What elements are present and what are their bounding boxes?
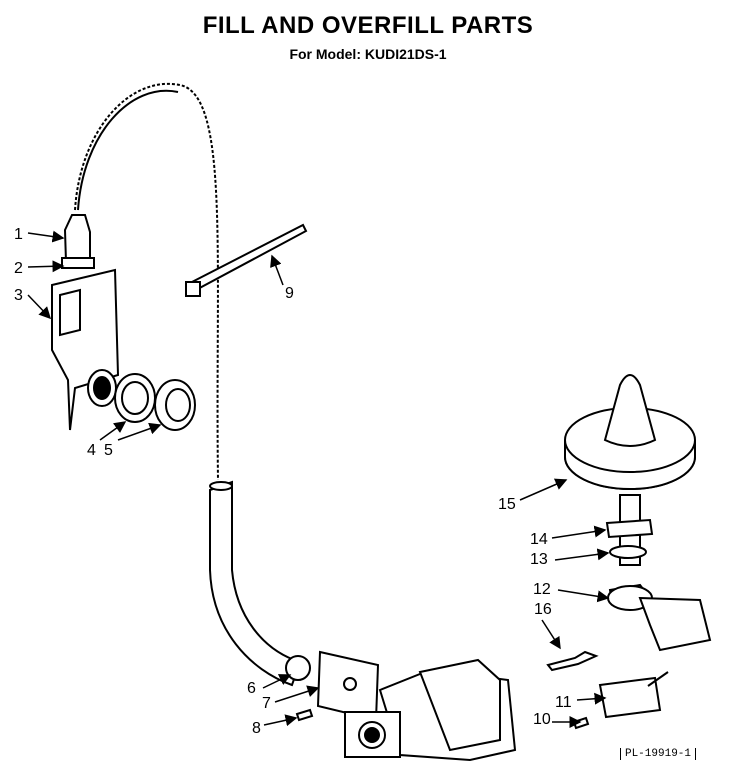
clamp-bracket [285, 650, 380, 722]
float [564, 374, 696, 490]
overfill-switch [572, 671, 669, 730]
callout-8: 8 [252, 720, 261, 737]
callout-16: 16 [534, 601, 552, 618]
callout-3: 3 [14, 287, 23, 304]
callout-14: 14 [530, 531, 548, 548]
cable-tie [185, 223, 308, 297]
fill-valve [344, 658, 517, 762]
switch-bracket [546, 596, 712, 672]
float-stem [605, 494, 654, 611]
model-subtitle: For Model: KUDI21DS-1 [289, 46, 447, 62]
nut-and-washer [87, 369, 196, 431]
callout-9: 9 [285, 285, 294, 302]
callout-4: 4 [87, 442, 96, 459]
fill-funnel [51, 214, 120, 431]
callout-10: 10 [533, 711, 551, 728]
fill-hose [74, 82, 219, 481]
callout-11: 11 [555, 694, 572, 711]
callout-7: 7 [262, 695, 271, 712]
callout-12: 12 [533, 581, 551, 598]
lower-hose [209, 480, 302, 687]
reference-number: PL-19919-1 [619, 748, 696, 760]
callout-2: 2 [14, 260, 23, 277]
callout-labels: 1 2 3 4 5 6 7 8 9 10 11 12 13 14 15 16 [14, 226, 572, 737]
callout-1: 1 [14, 226, 23, 243]
callout-6: 6 [247, 680, 256, 697]
callout-13: 13 [530, 551, 548, 568]
callout-5: 5 [104, 442, 113, 459]
page-title: FILL AND OVERFILL PARTS [202, 12, 534, 39]
callout-15: 15 [498, 496, 516, 513]
